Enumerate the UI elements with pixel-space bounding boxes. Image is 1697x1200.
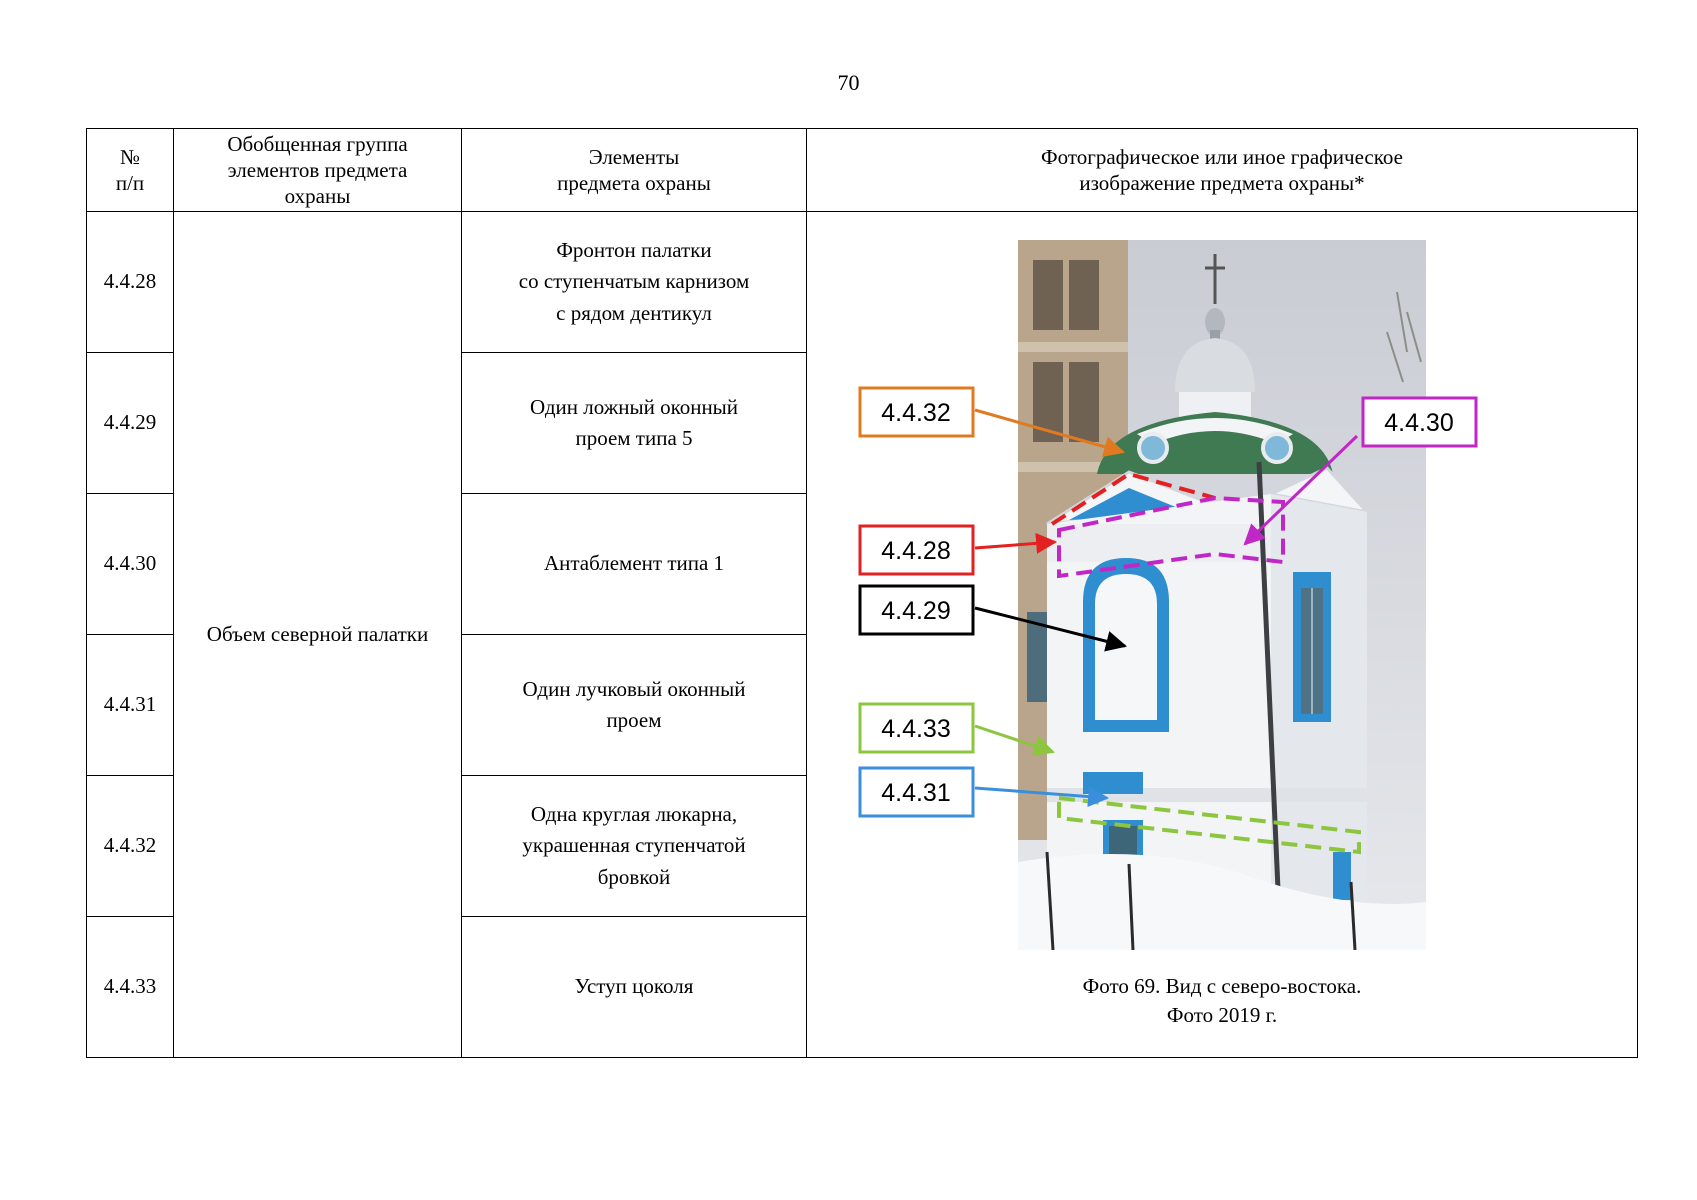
header-image-line: изображение предмета охраны* bbox=[1079, 171, 1365, 195]
header-elements-line: предмета охраны bbox=[557, 171, 711, 195]
element-cell: Уступ цоколя bbox=[461, 916, 807, 1058]
row-number: 4.4.32 bbox=[86, 775, 174, 917]
callout-arrow bbox=[974, 724, 1055, 756]
row-number: 4.4.30 bbox=[86, 493, 174, 635]
element-line: украшенная ступенчатой bbox=[522, 833, 746, 858]
element-line: Один лучковый оконный bbox=[522, 676, 746, 701]
photo-caption: Фото 69. Вид с северо-востока. Фото 2019… bbox=[807, 972, 1637, 1031]
caption-line: Фото 69. Вид с северо-востока. bbox=[1082, 974, 1362, 998]
svg-text:4.4.29: 4.4.29 bbox=[881, 597, 951, 625]
element-line: Антаблемент типа 1 bbox=[543, 551, 725, 576]
element-line: Одна круглая люкарна, bbox=[530, 801, 738, 826]
group-cell: Объем северной палатки bbox=[173, 211, 462, 1058]
callout-4-4-29: 4.4.29 bbox=[858, 584, 975, 636]
svg-text:4.4.30: 4.4.30 bbox=[1384, 409, 1454, 437]
row-number: 4.4.28 bbox=[86, 211, 174, 353]
element-line: Один ложный оконный bbox=[529, 394, 739, 419]
callout-arrow bbox=[974, 532, 1058, 554]
protection-elements-table: № п/п Обобщенная группа элементов предме… bbox=[86, 128, 1638, 1058]
row-number: 4.4.31 bbox=[86, 634, 174, 776]
element-line: с рядом дентикул bbox=[556, 300, 712, 325]
element-line: проем bbox=[606, 708, 662, 732]
callout-arrow bbox=[974, 408, 1126, 457]
caption-line: Фото 2019 г. bbox=[1166, 1003, 1278, 1028]
header-image-line: Фотографическое или иное графическое bbox=[1041, 144, 1403, 169]
callout-4-4-32: 4.4.32 bbox=[858, 386, 975, 438]
entablature-outline bbox=[1057, 495, 1285, 579]
callout-4-4-28: 4.4.28 bbox=[858, 524, 975, 576]
header-number-line: № bbox=[119, 144, 141, 169]
callout-arrow bbox=[1243, 434, 1359, 546]
element-line: Уступ цоколя bbox=[574, 974, 694, 999]
table-row: 4.4.32 Одна круглая люкарна, украшенная … bbox=[86, 775, 1638, 917]
annotated-photo: 4.4.32 4.4.30 4.4.28 4.4.29 bbox=[858, 240, 1478, 950]
header-group: Обобщенная группа элементов предмета охр… bbox=[173, 128, 462, 212]
row-number: 4.4.33 bbox=[86, 916, 174, 1058]
photo-image bbox=[1018, 240, 1426, 950]
pediment-outline bbox=[1050, 471, 1216, 526]
element-cell: Антаблемент типа 1 bbox=[461, 493, 807, 635]
element-line: бровкой bbox=[597, 864, 671, 889]
element-line: проем типа 5 bbox=[575, 426, 693, 450]
element-line: со ступенчатым карнизом bbox=[518, 269, 750, 294]
element-cell: Одна круглая люкарна, украшенная ступенч… bbox=[461, 775, 807, 917]
svg-text:4.4.33: 4.4.33 bbox=[881, 715, 951, 743]
header-group-line: охраны bbox=[284, 184, 351, 209]
header-image: Фотографическое или иное графическое изо… bbox=[806, 128, 1638, 212]
header-number-line: п/п bbox=[115, 171, 145, 195]
callout-4-4-33: 4.4.33 bbox=[858, 702, 975, 754]
callout-4-4-31: 4.4.31 bbox=[858, 766, 975, 818]
header-elements: Элементы предмета охраны bbox=[461, 128, 807, 212]
element-cell: Один ложный оконный проем типа 5 bbox=[461, 352, 807, 494]
svg-text:4.4.31: 4.4.31 bbox=[881, 779, 951, 807]
plinth-outline bbox=[1057, 795, 1361, 855]
row-number: 4.4.29 bbox=[86, 352, 174, 494]
table-row: 4.4.33 Уступ цоколя bbox=[86, 916, 1638, 1058]
callout-4-4-30: 4.4.30 bbox=[1361, 396, 1478, 448]
element-cell: Один лучковый оконный проем bbox=[461, 634, 807, 776]
page-number: 70 bbox=[837, 70, 860, 95]
table-row: 4.4.30 Антаблемент типа 1 bbox=[86, 493, 1638, 635]
table-row: 4.4.31 Один лучковый оконный проем bbox=[86, 634, 1638, 776]
table-header-row: № п/п Обобщенная группа элементов предме… bbox=[86, 128, 1638, 212]
header-number: № п/п bbox=[86, 128, 174, 212]
table-row: 4.4.28 Объем северной палатки Фронтон па… bbox=[86, 211, 1638, 1058]
element-line: Фронтон палатки bbox=[556, 237, 712, 262]
header-group-line: Обобщенная группа bbox=[227, 131, 408, 156]
callout-arrow bbox=[974, 786, 1110, 808]
header-elements-line: Элементы bbox=[588, 144, 680, 169]
table-row: 4.4.29 Один ложный оконный проем типа 5 bbox=[86, 352, 1638, 494]
svg-text:4.4.32: 4.4.32 bbox=[881, 399, 951, 427]
svg-text:4.4.28: 4.4.28 bbox=[881, 537, 951, 565]
photo-cell: 4.4.32 4.4.30 4.4.28 4.4.29 bbox=[806, 211, 1638, 1058]
element-cell: Фронтон палатки со ступенчатым карнизом … bbox=[461, 211, 807, 353]
header-group-line: элементов предмета bbox=[227, 157, 408, 182]
callout-arrow bbox=[974, 606, 1128, 652]
